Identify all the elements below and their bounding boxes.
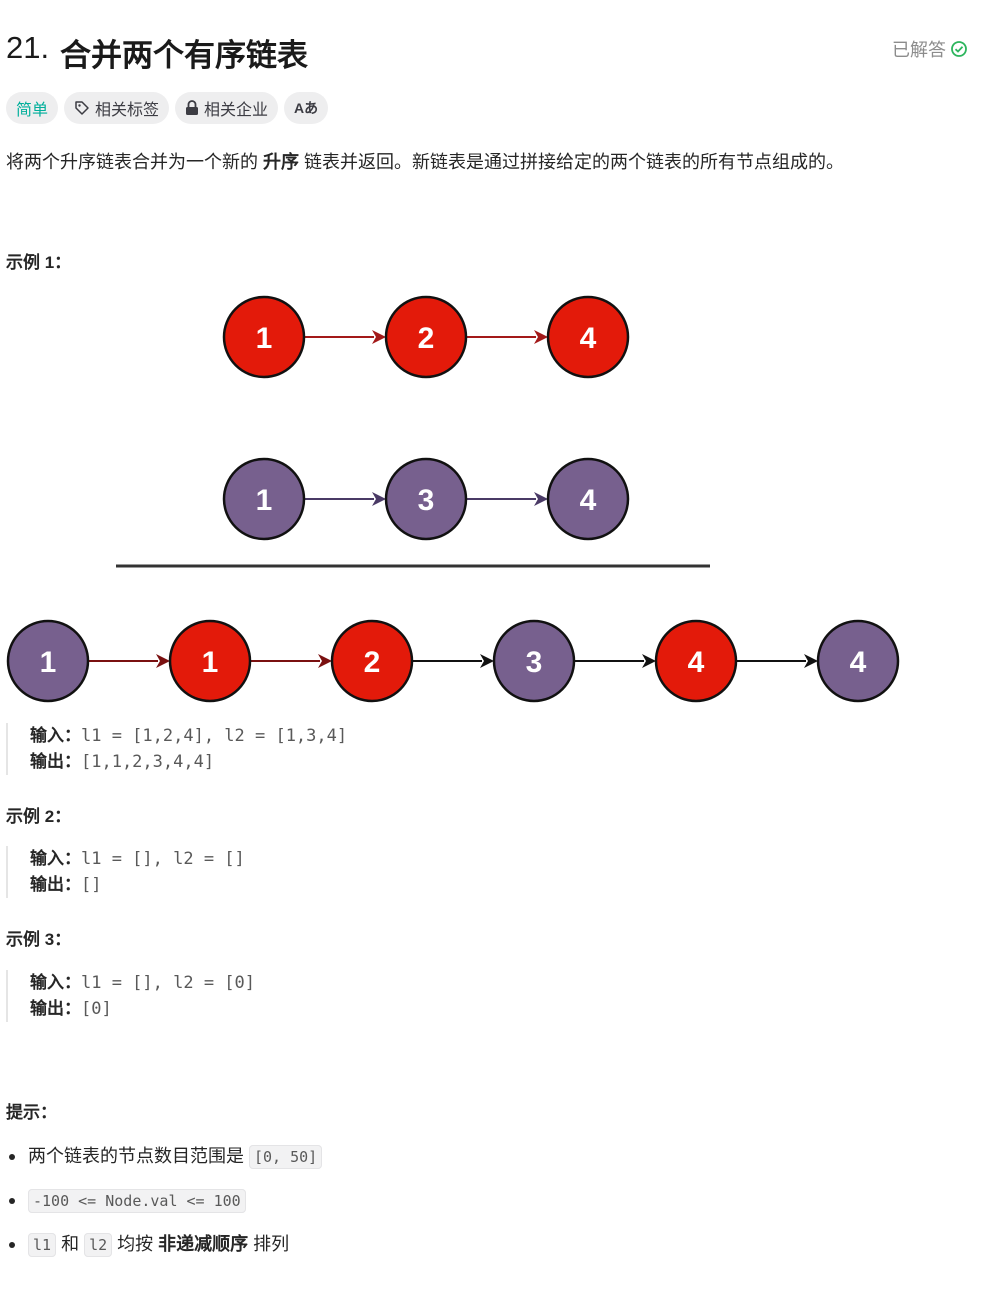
- example-1-input: l1 = [1,2,4], l2 = [1,3,4]: [81, 726, 348, 746]
- list1-node-label: 1: [256, 322, 273, 355]
- list2-arrow-head: [372, 492, 386, 506]
- translate-icon: Aあ: [294, 100, 319, 116]
- output-label: 输出：: [30, 752, 81, 771]
- tag-bar: 简单 相关标签 相关企业 Aあ: [6, 92, 329, 124]
- merged-node: [654, 619, 738, 703]
- merged-node-label: 1: [202, 646, 219, 679]
- hint-2-code: -100 <= Node.val <= 100: [28, 1189, 246, 1213]
- companies-tag-button[interactable]: 相关企业: [175, 92, 279, 124]
- example-3-heading: 示例 3：: [6, 930, 72, 949]
- list1-node-label: 2: [418, 322, 435, 355]
- merged-node: [330, 619, 414, 703]
- list1-node-label: 4: [580, 322, 597, 355]
- list1-node: [222, 295, 306, 379]
- hint-item: 两个链表的节点数目范围是 [0, 50]: [6, 1138, 323, 1182]
- list2-node: [546, 457, 630, 541]
- list1-arrow-head: [372, 330, 386, 344]
- merged-node-label: 4: [850, 646, 867, 679]
- merged-arrow-head: [318, 654, 332, 668]
- solved-status: 已解答: [892, 36, 968, 62]
- hint-item: l1 和 l2 均按 非递减顺序 排列: [6, 1226, 322, 1270]
- title-row: 21. 合并两个有序链表 已解答: [6, 28, 968, 73]
- merged-node: [168, 619, 252, 703]
- example-2-heading: 示例 2：: [6, 807, 72, 826]
- merged-arrow-head: [480, 654, 494, 668]
- hints-heading: 提示：: [6, 1103, 57, 1122]
- example-3-input: l1 = [], l2 = [0]: [81, 973, 255, 993]
- hint-1-code: [0, 50]: [249, 1145, 323, 1169]
- example-2-input: l1 = [], l2 = []: [81, 849, 245, 869]
- difficulty-badge[interactable]: 简单: [6, 92, 59, 124]
- linked-list-diagram: 1 2 4 1 3 4 1 1 2 3 4 4: [6, 295, 900, 703]
- lock-icon: [186, 100, 199, 115]
- topics-tag-button[interactable]: 相关标签: [64, 92, 170, 124]
- merged-node-label: 2: [364, 646, 381, 679]
- hint-item: -100 <= Node.val <= 100: [6, 1182, 322, 1226]
- hint-3-code-l1: l1: [28, 1233, 57, 1257]
- problem-description: 将两个升序链表合并为一个新的 升序 链表并返回。新链表是通过拼接给定的两个链表的…: [6, 148, 844, 174]
- list2-node-label: 1: [256, 484, 273, 517]
- example-2-output: []: [81, 875, 102, 895]
- hint-3-mid1: 和: [56, 1234, 85, 1254]
- merged-arrow-head: [804, 654, 818, 668]
- list1-node: [546, 295, 630, 379]
- difficulty-label: 简单: [16, 102, 49, 119]
- hint-3-tail: 排列: [248, 1234, 290, 1254]
- hints-list: 两个链表的节点数目范围是 [0, 50] -100 <= Node.val <=…: [6, 1138, 323, 1270]
- hint-3-bold: 非递减顺序: [158, 1234, 249, 1254]
- input-label: 输入：: [30, 973, 81, 992]
- output-label: 输出：: [30, 875, 81, 894]
- example-1-block: 输入：l1 = [1,2,4], l2 = [1,3,4] 输出：[1,1,2,…: [6, 723, 347, 775]
- description-part2: 链表并返回。新链表是通过拼接给定的两个链表的所有节点组成的。: [299, 152, 844, 172]
- input-label: 输入：: [30, 849, 81, 868]
- merged-node-label: 1: [40, 646, 57, 679]
- example-1-heading: 示例 1：: [6, 253, 72, 272]
- merged-node-label: 3: [526, 646, 543, 679]
- example-2-block: 输入：l1 = [], l2 = [] 输出：[]: [6, 846, 245, 898]
- tag-icon: [75, 101, 89, 115]
- list2-node-label: 3: [418, 484, 435, 517]
- description-bold: 升序: [263, 152, 299, 172]
- merged-node-label: 4: [688, 646, 705, 679]
- merged-node: [492, 619, 576, 703]
- translate-button[interactable]: Aあ: [284, 92, 329, 124]
- list2-node: [222, 457, 306, 541]
- example-3-block: 输入：l1 = [], l2 = [0] 输出：[0]: [6, 970, 255, 1022]
- topics-tag-label: 相关标签: [95, 102, 160, 119]
- hint-3-code-l2: l2: [84, 1233, 113, 1257]
- problem-title: 合并两个有序链表: [60, 38, 308, 73]
- list2-node-label: 4: [580, 484, 597, 517]
- merged-arrow-head: [156, 654, 170, 668]
- hint-1-text: 两个链表的节点数目范围是: [28, 1146, 249, 1166]
- merged-node: [816, 619, 900, 703]
- check-circle-icon: [951, 41, 967, 57]
- list1-node: [384, 295, 468, 379]
- input-label: 输入：: [30, 726, 81, 745]
- example-1-output: [1,1,2,3,4,4]: [81, 752, 215, 772]
- description-part1: 将两个升序链表合并为一个新的: [6, 152, 263, 172]
- solved-label: 已解答: [892, 40, 946, 60]
- companies-tag-label: 相关企业: [204, 102, 269, 119]
- list1-arrow-head: [534, 330, 548, 344]
- hint-3-mid2: 均按: [112, 1234, 159, 1254]
- example-3-output: [0]: [81, 999, 112, 1019]
- list2-arrow-head: [534, 492, 548, 506]
- output-label: 输出：: [30, 999, 81, 1018]
- problem-number: 21.: [6, 30, 50, 65]
- merged-arrow-head: [642, 654, 656, 668]
- list2-node: [384, 457, 468, 541]
- merged-node: [6, 619, 90, 703]
